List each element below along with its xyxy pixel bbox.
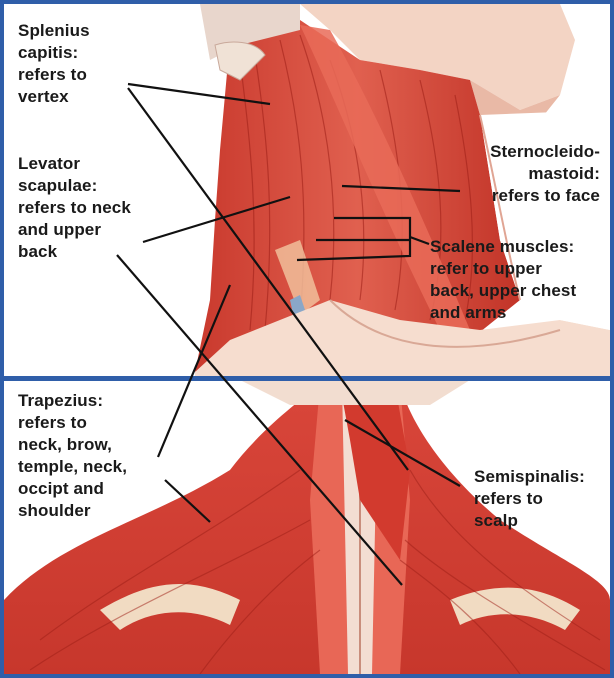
- levator-scapulae-label: Levator scapulae: refers to neck and upp…: [18, 153, 131, 263]
- sternocleidomastoid-label: Sternocleido- mastoid: refers to face: [460, 141, 600, 207]
- trapezius-label: Trapezius: refers to neck, brow, temple,…: [18, 390, 127, 522]
- splenius-capitis-label: Splenius capitis: refers to vertex: [18, 20, 90, 108]
- scalene-muscles-label: Scalene muscles: refer to upper back, up…: [430, 236, 576, 324]
- semispinalis-label: Semispinalis: refers to scalp: [474, 466, 585, 532]
- panel-divider: [2, 376, 612, 381]
